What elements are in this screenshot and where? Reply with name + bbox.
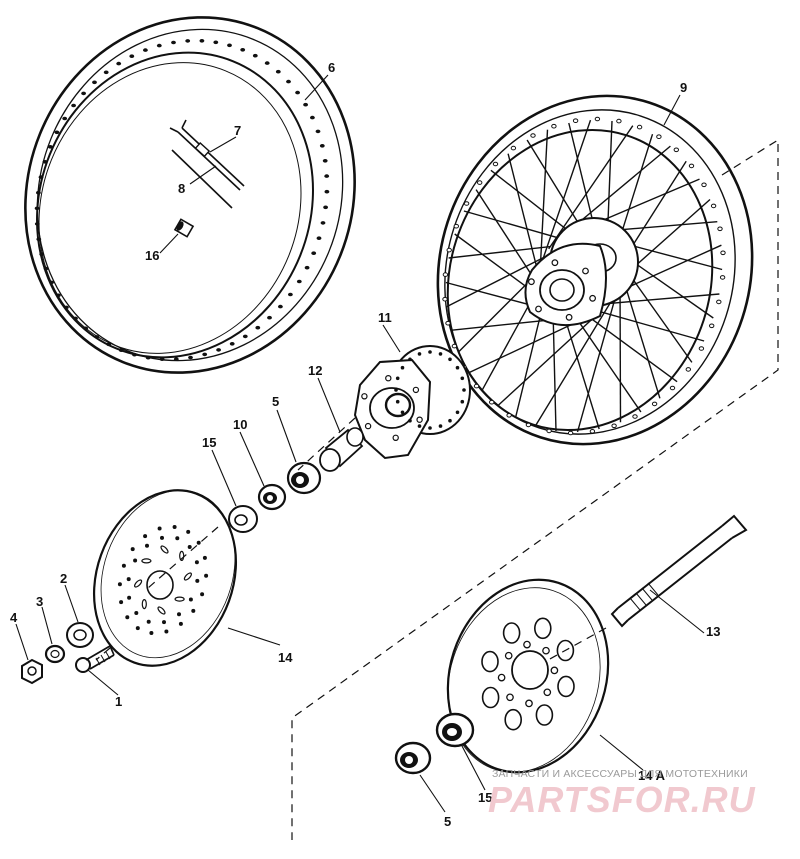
callout-7: 7 (234, 123, 241, 138)
watermark-brand: PARTSFOR.RU (488, 779, 756, 820)
wheel-spoke-holes (442, 116, 726, 436)
brake-disc-holes (117, 525, 209, 635)
callout-labels: 6 7 8 16 9 11 12 5 10 15 14 2 3 4 1 13 1… (10, 60, 720, 829)
bolt-part (75, 645, 115, 673)
leader-lines (15, 74, 705, 813)
callout-12: 12 (308, 363, 322, 378)
hub-part (353, 345, 471, 460)
callout-13: 13 (706, 624, 720, 639)
callout-8: 8 (178, 181, 185, 196)
callout-10: 10 (233, 417, 247, 432)
brake-disc-part (92, 489, 238, 667)
hub-bolt-holes (528, 259, 596, 321)
callout-14: 14 (278, 650, 293, 665)
assembled-spoked-wheel-part (436, 94, 754, 446)
callout-5-upper: 5 (272, 394, 279, 409)
spoke-nipple-part (171, 142, 233, 209)
spacer-tube-part (319, 427, 364, 472)
axle-part (610, 514, 748, 628)
callout-2: 2 (60, 571, 67, 586)
callout-15-upper: 15 (202, 435, 216, 450)
spoke-part (169, 119, 245, 191)
bearing-part-upper (286, 461, 322, 495)
hub-spoke-holes (361, 350, 466, 441)
callout-4: 4 (10, 610, 18, 625)
rear-disc-part (446, 578, 610, 774)
callout-15-lower: 15 (478, 790, 492, 805)
callout-5-lower: 5 (444, 814, 451, 829)
callout-9: 9 (680, 80, 687, 95)
rim-bushing-part (173, 218, 195, 238)
callout-14a: 14 A (638, 768, 666, 783)
washer-part (66, 622, 94, 648)
callout-1: 1 (115, 694, 122, 709)
seal-part (257, 483, 287, 511)
lock-washer-part (44, 644, 66, 664)
callout-3: 3 (36, 594, 43, 609)
nut-part (21, 658, 43, 685)
rim-spoke-holes (34, 39, 330, 362)
assembly-dashed-lines (95, 138, 779, 840)
washer-part-lower (435, 712, 475, 748)
rear-disc-holes (481, 617, 575, 731)
rim-part (24, 16, 356, 374)
bearing-part-lower (394, 741, 432, 775)
watermark: ЗАПЧАСТИ И АКСЕССУАРЫ ДЛЯ МОТОТЕХНИКИ PA… (488, 768, 756, 820)
washer-part-upper (228, 505, 258, 533)
callout-11: 11 (378, 310, 392, 325)
callout-16: 16 (145, 248, 159, 263)
watermark-tagline: ЗАПЧАСТИ И АКСЕССУАРЫ ДЛЯ МОТОТЕХНИКИ (492, 768, 748, 780)
callout-6: 6 (328, 60, 335, 75)
